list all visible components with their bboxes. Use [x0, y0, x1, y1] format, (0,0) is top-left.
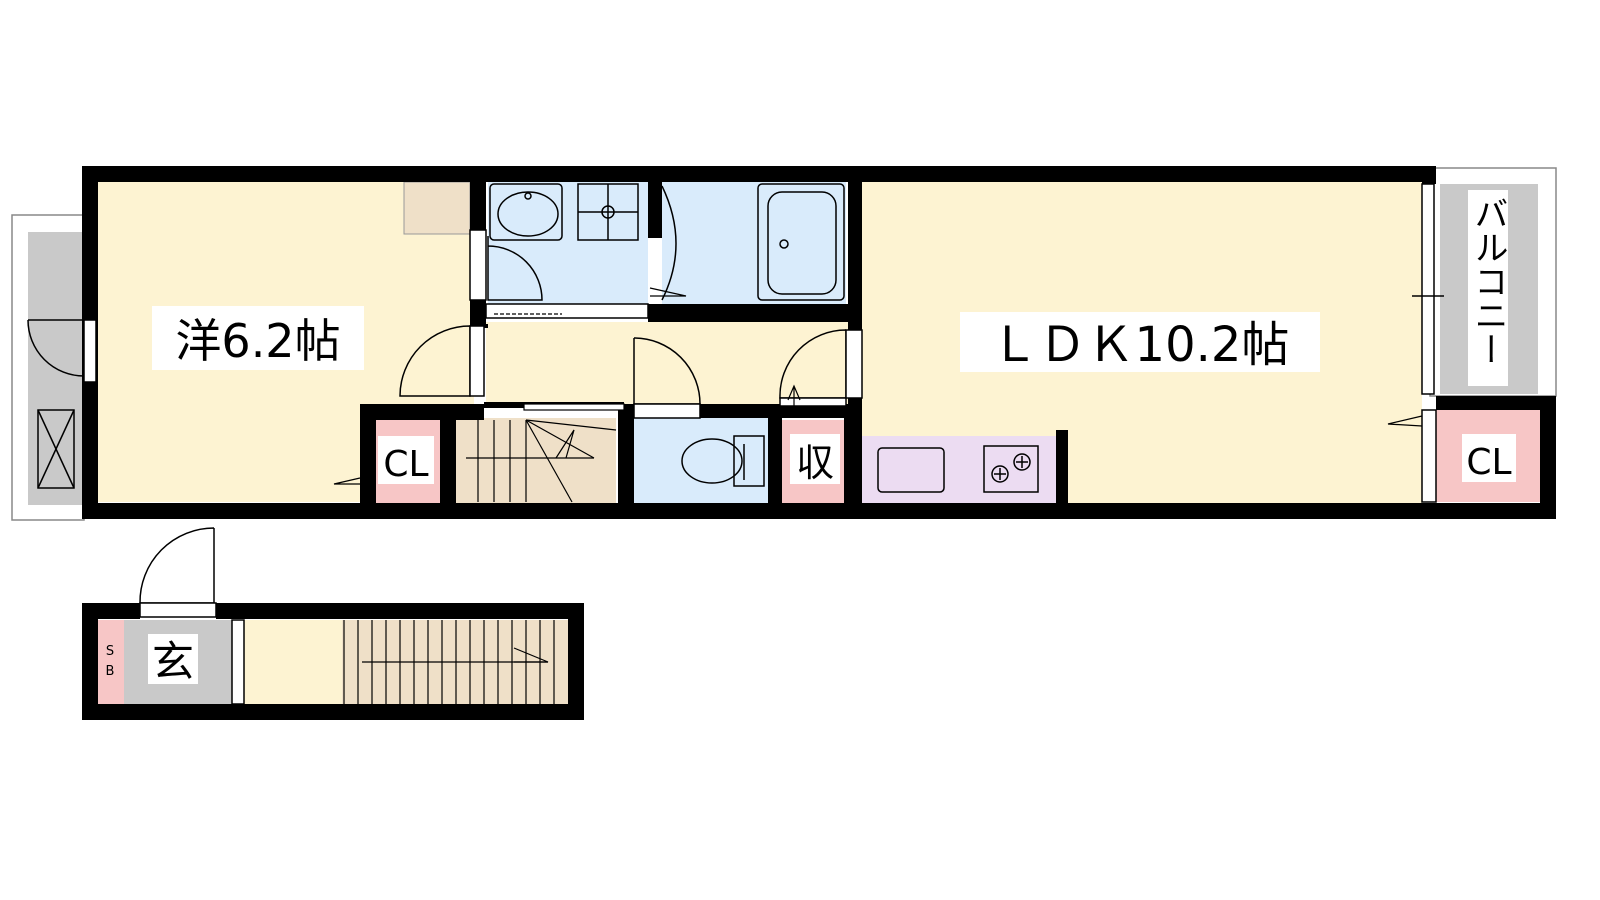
washroom	[488, 182, 648, 304]
stairs-upper-treads	[466, 403, 625, 503]
ac-unit-icon	[37, 409, 75, 489]
bathtub-icon	[661, 183, 845, 301]
closet-west-label: CL	[383, 444, 428, 485]
windows	[83, 183, 1437, 705]
closet-east-label: CL	[1466, 442, 1511, 483]
toilet-room	[634, 418, 768, 504]
ldk-label: ＬＤＫ10.2帖	[991, 317, 1290, 373]
stairs-upper	[456, 418, 616, 504]
shoe-box-label-s: S	[106, 644, 114, 659]
shoe-box-label-b: B	[106, 664, 115, 679]
entrance-label: 玄	[152, 637, 194, 686]
bathroom	[662, 182, 846, 304]
stove-icon	[983, 445, 1039, 493]
shoe-box	[96, 620, 124, 704]
toilet-icon	[681, 435, 765, 487]
western-room-label: 洋6.2帖	[175, 314, 340, 368]
doors	[27, 236, 847, 604]
balcony-label: バルコニー	[1468, 196, 1508, 366]
washbasin-icon	[489, 183, 563, 241]
kitchen-sink-icon	[877, 447, 945, 493]
stairs-lower-treads	[343, 620, 555, 704]
washing-machine-icon	[577, 183, 639, 241]
storage-label: 収	[796, 441, 834, 485]
